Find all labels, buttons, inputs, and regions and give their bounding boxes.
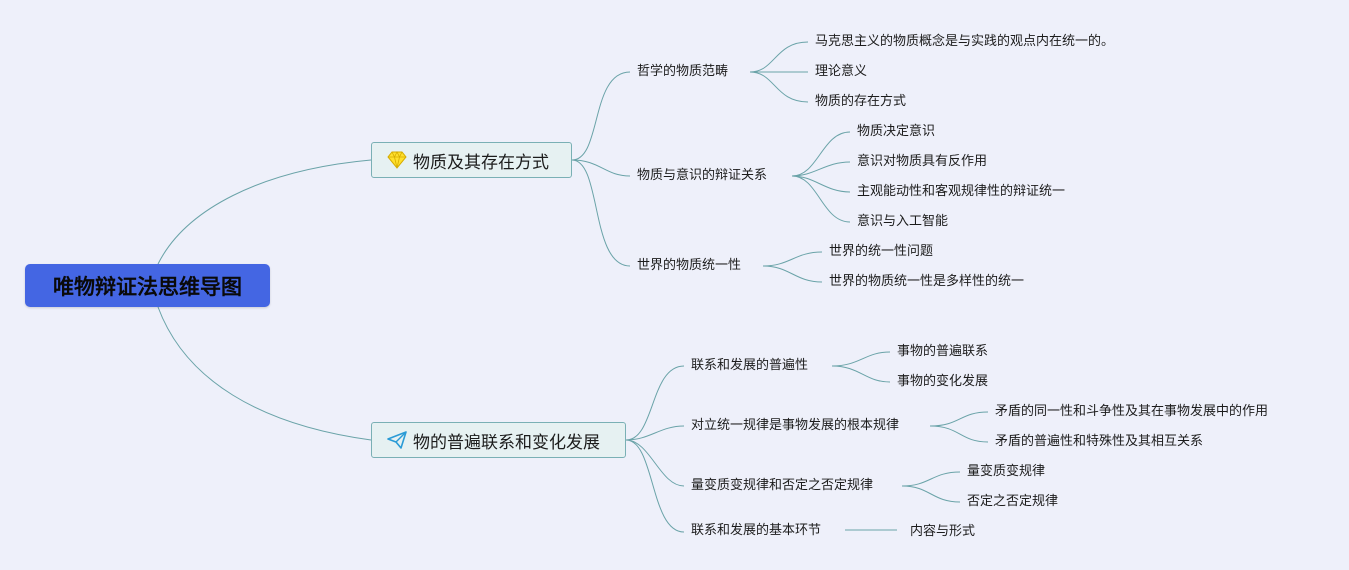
paper-plane-icon	[387, 431, 407, 449]
root-topic[interactable]: 唯物辩证法思维导图	[25, 264, 270, 307]
leaf-topic[interactable]: 事物的普遍联系	[897, 344, 989, 359]
subtopic[interactable]: 物质与意识的辩证关系	[637, 168, 768, 183]
leaf-topic[interactable]: 意识与入工智能	[857, 214, 949, 229]
main-topic-connection[interactable]: 物的普遍联系和变化发展	[371, 422, 626, 458]
leaf-topic[interactable]: 矛盾的普遍性和特殊性及其相互关系	[995, 434, 1204, 449]
subtopic[interactable]: 量变质变规律和否定之否定规律	[691, 478, 874, 493]
leaf-topic[interactable]: 物质的存在方式	[815, 94, 907, 109]
subtopic[interactable]: 联系和发展的基本环节	[691, 523, 822, 538]
subtopic[interactable]: 对立统一规律是事物发展的根本规律	[691, 418, 900, 433]
leaf-topic[interactable]: 矛盾的同一性和斗争性及其在事物发展中的作用	[995, 404, 1269, 419]
leaf-topic[interactable]: 世界的物质统一性是多样性的统一	[829, 274, 1025, 289]
main-topic-label: 物的普遍联系和变化发展	[413, 432, 600, 453]
leaf-topic[interactable]: 事物的变化发展	[897, 374, 989, 389]
subtopic[interactable]: 哲学的物质范畴	[637, 64, 729, 79]
gem-icon	[387, 151, 407, 169]
leaf-topic[interactable]: 物质决定意识	[857, 124, 936, 139]
leaf-topic[interactable]: 理论意义	[815, 64, 868, 79]
leaf-topic[interactable]: 意识对物质具有反作用	[857, 154, 988, 169]
leaf-topic[interactable]: 马克思主义的物质概念是与实践的观点内在统一的。	[815, 34, 1115, 49]
leaf-topic[interactable]: 内容与形式	[910, 524, 976, 539]
leaf-topic[interactable]: 否定之否定规律	[967, 494, 1059, 509]
main-topic-label: 物质及其存在方式	[413, 152, 549, 173]
leaf-topic[interactable]: 量变质变规律	[967, 464, 1046, 479]
subtopic[interactable]: 世界的物质统一性	[637, 258, 742, 273]
main-topic-matter[interactable]: 物质及其存在方式	[371, 142, 572, 178]
leaf-topic[interactable]: 主观能动性和客观规律性的辩证统一	[857, 184, 1066, 199]
subtopic[interactable]: 联系和发展的普遍性	[691, 358, 809, 373]
leaf-topic[interactable]: 世界的统一性问题	[829, 244, 934, 259]
